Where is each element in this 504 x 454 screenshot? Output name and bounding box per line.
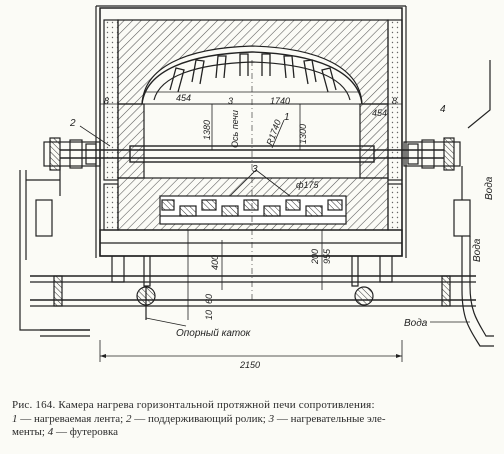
legend-num-4: 4: [47, 426, 54, 438]
dim-200: 200: [310, 249, 320, 265]
dim-60: 60: [204, 294, 214, 304]
legend-text-5: — футеровка: [53, 426, 119, 438]
dim-8-left: 8: [104, 96, 109, 106]
legend-text-4: менты;: [12, 426, 48, 438]
dim-r1740: R1740: [264, 118, 282, 146]
dim-1300: 1300: [298, 124, 308, 144]
water-label-right: Вода: [472, 238, 483, 262]
hearth-heating-elements: [159, 195, 347, 225]
dim-400: 400: [210, 255, 220, 270]
dim-454-right: 454: [372, 108, 387, 118]
water-label-bottom: Вода: [404, 318, 428, 329]
dim-phi175: ф175: [296, 180, 320, 190]
dim-1380: 1380: [202, 120, 212, 140]
dim-3-top: 3: [228, 96, 233, 106]
callout-3-mid: 3: [252, 164, 258, 175]
figure-caption: Рис. 164. Камера нагрева горизонтальной …: [12, 399, 496, 440]
legend-text-3: — нагревательные эле-: [274, 412, 386, 425]
right-bearing-assembly: [403, 60, 494, 347]
legend-text-2: — поддерживающий ролик;: [131, 412, 269, 425]
legend-num-1: 1: [12, 412, 18, 425]
roof-lining: [117, 19, 389, 105]
legend-text-1: — нагреваемая лента;: [17, 412, 126, 425]
caption-legend: 1 — нагреваемая лента; 2 — поддерживающи…: [12, 413, 496, 427]
left-bearing-assembly: [19, 137, 101, 260]
left-wall-lining: [117, 103, 145, 179]
dim-1740: 1740: [270, 96, 290, 106]
callout-4: 4: [440, 104, 446, 115]
support-roller-shaft: [129, 145, 375, 163]
dim-454-left: 454: [176, 93, 191, 103]
legend-num-2: 2: [125, 412, 132, 425]
legend-num-3: 3: [268, 412, 275, 425]
support-roller-label: Опорный каток: [176, 328, 252, 339]
dim-8-right: 8: [392, 96, 397, 106]
furnace-diagram: 454 3 1740 454 8 8 4 2 1 1380 Ось печи R…: [19, 5, 495, 370]
support-roller-right: [354, 286, 374, 306]
furnace-axis-label: Ось печи: [230, 110, 240, 148]
callout-2: 2: [69, 118, 76, 129]
caption-title: Рис. 164. Камера нагрева горизонтальной …: [12, 399, 375, 411]
dim-955: 955: [322, 248, 332, 264]
dim-10: 10: [204, 310, 214, 320]
dim-2150: 2150: [239, 360, 260, 370]
water-label-top: Вода: [484, 176, 495, 200]
arch-heating-elements: [169, 53, 337, 93]
caption-legend-cont: менты; 4 — футеровка: [12, 426, 496, 440]
callout-1: 1: [284, 112, 290, 123]
